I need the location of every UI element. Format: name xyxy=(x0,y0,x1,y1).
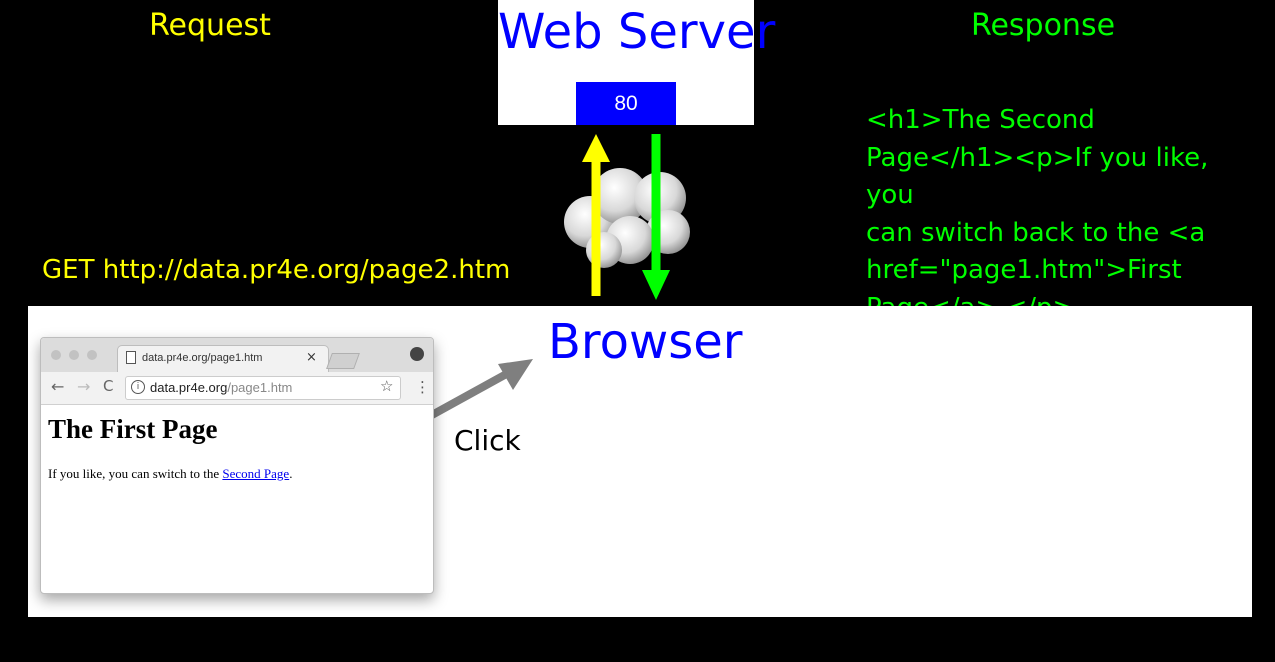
browser-toolbar: ← → C i data.pr4e.org/page1.htm ☆ ⋮ xyxy=(41,372,433,405)
response-line: Page</h1><p>If you like, you xyxy=(866,142,1209,211)
web-server-box: Web Server 80 xyxy=(498,0,776,125)
url-text: data.pr4e.org/page1.htm xyxy=(150,380,293,395)
new-tab-button[interactable] xyxy=(326,353,360,369)
http-request-line: GET http://data.pr4e.org/page2.htm xyxy=(42,255,511,285)
window-zoom-dot[interactable] xyxy=(87,350,97,360)
mini-browser-window: data.pr4e.org/page1.htm × ← → C i data.p… xyxy=(40,337,434,594)
second-page-link[interactable]: Second Page xyxy=(222,466,290,481)
http-response-body: <h1>The Second Page</h1><p>If you like, … xyxy=(866,102,1246,327)
menu-icon[interactable]: ⋮ xyxy=(415,378,430,396)
browser-tab[interactable]: data.pr4e.org/page1.htm × xyxy=(117,345,329,373)
response-arrow xyxy=(642,134,670,300)
web-server-title: Web Server xyxy=(498,4,776,60)
reload-icon[interactable]: C xyxy=(103,377,114,395)
response-label: Response xyxy=(970,8,1116,43)
tab-close-icon[interactable]: × xyxy=(306,350,317,365)
page-heading: The First Page xyxy=(48,414,218,444)
response-line: can switch back to the <a xyxy=(866,217,1206,248)
browser-panel: Browser Click data.pr4e.org/page1.htm × … xyxy=(28,306,1252,617)
response-line: href="page1.htm">First xyxy=(866,255,1182,285)
request-arrow xyxy=(582,134,610,296)
window-minimize-dot[interactable] xyxy=(69,350,79,360)
browser-label: Browser xyxy=(548,314,743,370)
cloud-icon xyxy=(564,168,690,268)
click-label: Click xyxy=(454,424,521,457)
page-paragraph: If you like, you can switch to the Secon… xyxy=(48,466,293,481)
request-label: Request xyxy=(149,8,271,43)
tab-title: data.pr4e.org/page1.htm xyxy=(142,352,263,364)
address-bar[interactable]: i data.pr4e.org/page1.htm ☆ xyxy=(125,376,401,400)
info-icon[interactable]: i xyxy=(131,380,145,394)
response-line: <h1>The Second xyxy=(866,105,1095,135)
port-box: 80 xyxy=(576,82,676,125)
tab-strip: data.pr4e.org/page1.htm × xyxy=(41,338,433,373)
page-icon xyxy=(126,351,136,364)
back-icon[interactable]: ← xyxy=(51,377,65,396)
bookmark-star-icon[interactable]: ☆ xyxy=(380,377,394,395)
window-close-dot[interactable] xyxy=(51,350,61,360)
profile-icon[interactable] xyxy=(410,347,424,361)
forward-icon[interactable]: → xyxy=(77,377,91,396)
